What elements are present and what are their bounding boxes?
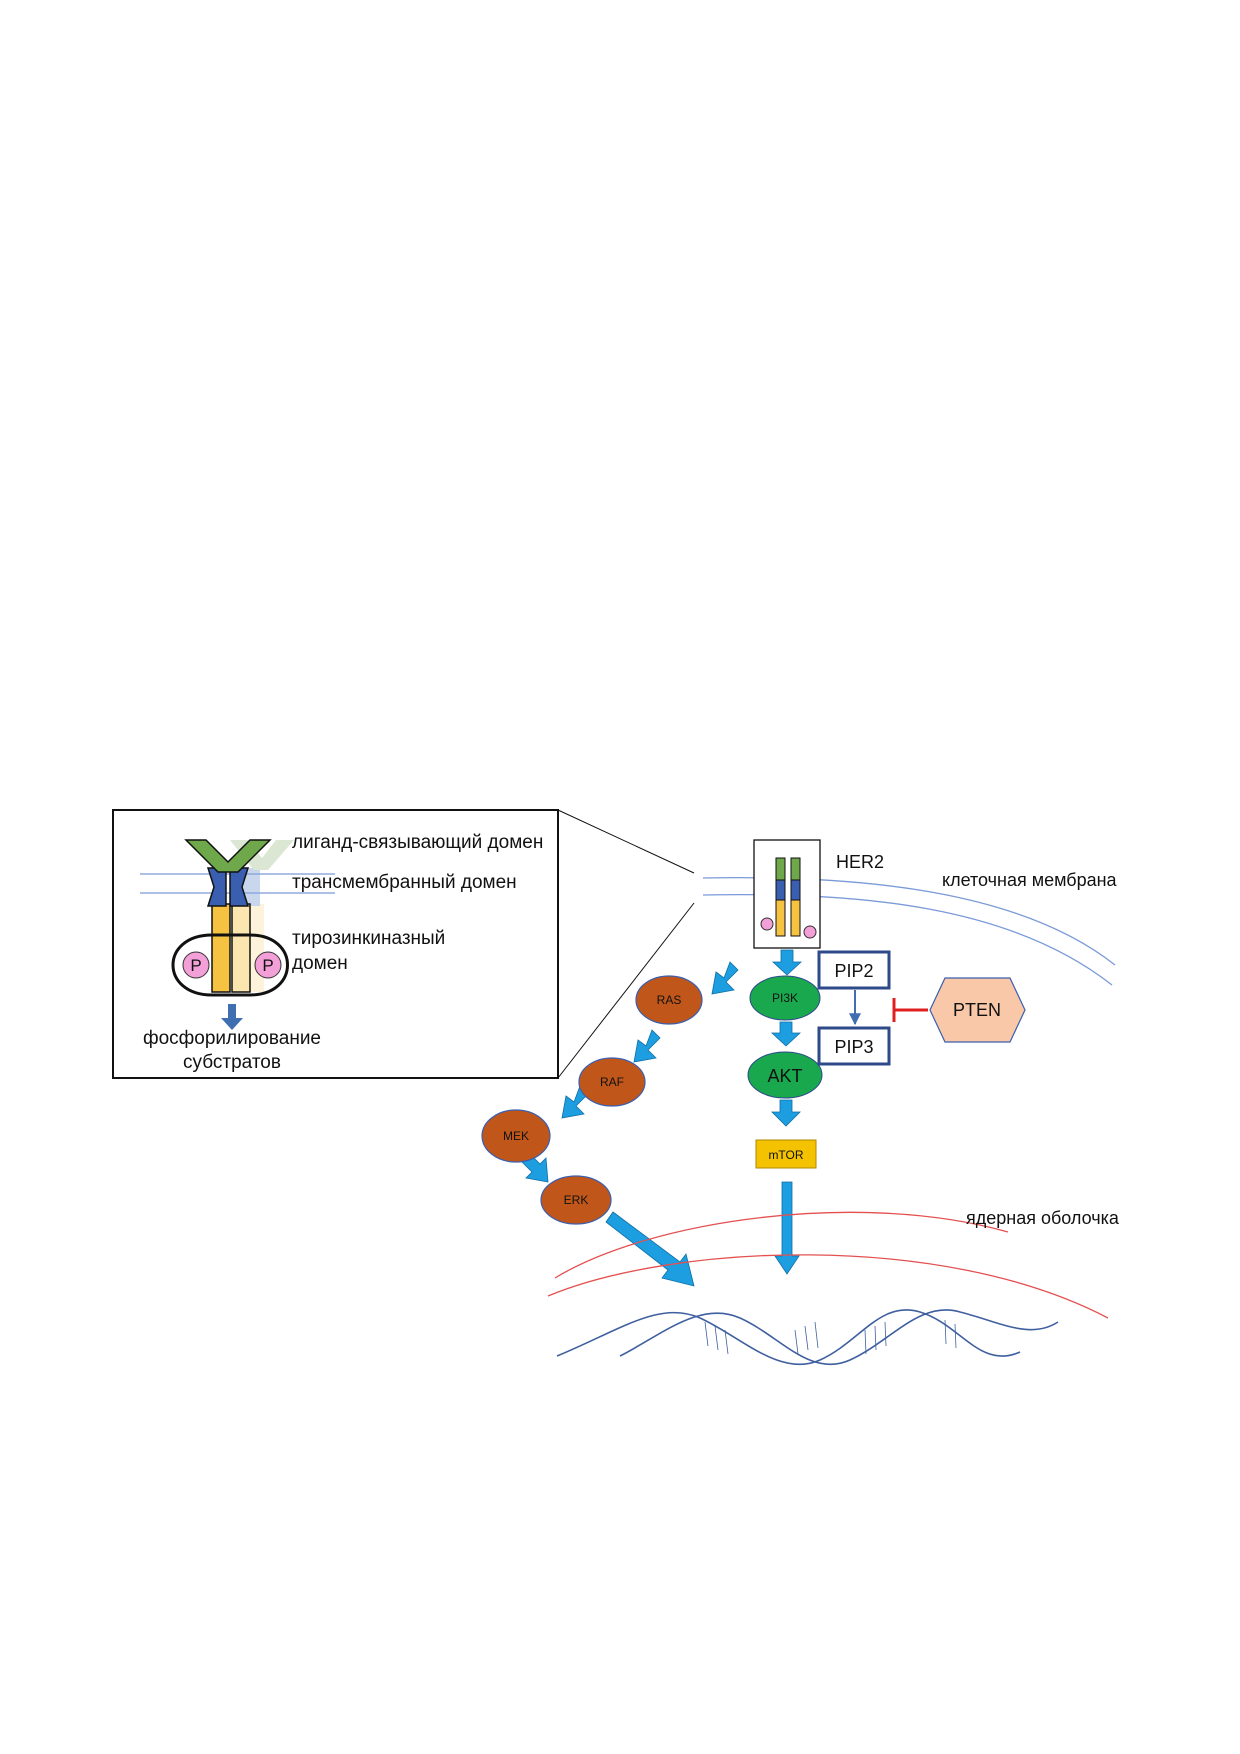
node-pip3-label: PIP3 xyxy=(834,1037,873,1057)
result-label-2: субстратов xyxy=(183,1052,281,1073)
phospho-right xyxy=(254,951,282,979)
node-erk: ERK xyxy=(540,1175,612,1225)
result-label-1: фосфорилирование xyxy=(143,1028,321,1049)
arrow-her2-ras xyxy=(711,961,739,995)
transmembrane-domain-label: трансмембранный домен xyxy=(292,872,517,893)
node-raf: RAF xyxy=(578,1057,646,1107)
receptor-inset: P P лиганд-связывающий домен трансмембра… xyxy=(112,809,559,1079)
arrow-ras-raf xyxy=(633,1029,661,1063)
phospho-left-label: P xyxy=(190,956,201,975)
ligand-binding-domain xyxy=(184,839,272,873)
dna-helix xyxy=(556,1309,1059,1366)
node-ras: RAS xyxy=(635,975,703,1025)
node-pip2: PIP2 xyxy=(817,950,891,990)
phosphorylation-arrow xyxy=(221,1004,243,1030)
arrow-mtor-dna xyxy=(774,1181,800,1275)
kinase-domain-label-2: домен xyxy=(292,953,348,974)
receptor-monomer: P P xyxy=(171,839,289,997)
node-akt: AKT xyxy=(747,1051,823,1099)
node-akt-label: AKT xyxy=(767,1066,802,1086)
node-erk-label: ERK xyxy=(564,1193,589,1207)
ligand-domain-label: лиганд-связывающий домен xyxy=(292,832,543,853)
inset-frame xyxy=(112,809,559,1079)
node-mek-label: MEK xyxy=(503,1129,529,1143)
pten-inhibition xyxy=(892,998,928,1022)
membrane-label: клеточная мембрана xyxy=(942,870,1118,890)
zoom-line-bottom xyxy=(557,902,695,1079)
arrow-erk-dna xyxy=(605,1211,695,1287)
node-mtor-label: mTOR xyxy=(768,1148,803,1162)
kinase-loop xyxy=(171,933,289,997)
her2-label: HER2 xyxy=(836,852,884,872)
nuclear-envelope-label: ядерная оболочка xyxy=(966,1208,1120,1228)
kinase-domain-left xyxy=(211,903,231,993)
node-ras-label: RAS xyxy=(657,993,682,1007)
pathway-arrows xyxy=(519,949,803,1287)
arrow-pi3k-akt xyxy=(770,1021,802,1047)
node-pten-label: PTEN xyxy=(953,1000,1001,1020)
node-pi3k: PI3K xyxy=(749,975,821,1021)
phospho-left xyxy=(182,951,210,979)
her2-receptor xyxy=(753,839,821,949)
node-pten: PTEN xyxy=(929,977,1026,1043)
kinase-domain-label-1: тирозинкиназный xyxy=(292,928,445,949)
transmembrane-domain-right xyxy=(229,867,250,907)
node-mtor: mTOR xyxy=(755,1139,817,1169)
arrow-akt-mtor xyxy=(771,1099,801,1127)
node-mek: MEK xyxy=(481,1109,551,1163)
arrow-her2-pi3k xyxy=(771,949,803,976)
node-pip3: PIP3 xyxy=(817,1026,891,1066)
zoom-line-top xyxy=(557,809,695,874)
node-pip2-label: PIP2 xyxy=(834,961,873,981)
kinase-domain-right xyxy=(231,903,251,993)
node-raf-label: RAF xyxy=(600,1075,624,1089)
phospho-right-label: P xyxy=(262,956,273,975)
nuclear-envelope xyxy=(547,1211,1109,1319)
node-pi3k-label: PI3K xyxy=(772,991,798,1005)
